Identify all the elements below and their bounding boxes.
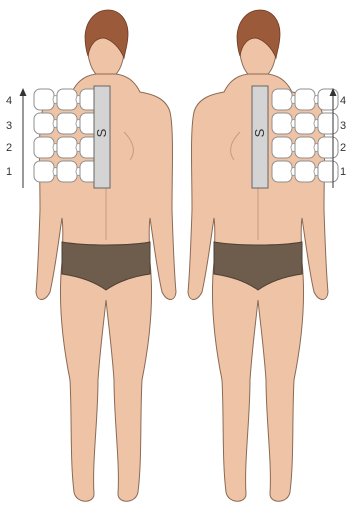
pad-cell-r1-c2 — [57, 89, 77, 110]
pad-cell-r3-c2 — [295, 137, 315, 158]
pad-cell-r2-c3 — [318, 113, 338, 134]
left-arrowhead-icon — [20, 88, 27, 96]
right-scale-label-3: 3 — [340, 120, 346, 132]
pad-cell-r2-c1 — [272, 113, 292, 134]
pad-cell-r2-c1 — [34, 113, 54, 134]
right-scale-label-4: 4 — [340, 95, 346, 107]
left-scale-label-4: 4 — [6, 95, 12, 107]
left-scale: 4 3 2 1 — [6, 88, 27, 188]
pad-cell-r1-c1 — [272, 89, 292, 110]
pad-cell-r4-c2 — [57, 161, 77, 182]
right-sensor-strip: S — [252, 86, 268, 188]
pad-cell-r4-c1 — [272, 161, 292, 182]
pad-cell-r4-c2 — [295, 161, 315, 182]
pad-cell-r2-c2 — [295, 113, 315, 134]
left-scale-label-3: 3 — [6, 120, 12, 132]
left-scale-label-2: 2 — [6, 142, 12, 154]
right-scale-label-1: 1 — [340, 166, 346, 178]
right-sensor-label: S — [252, 128, 267, 137]
pad-cell-r1-c2 — [295, 89, 315, 110]
right-figure — [188, 10, 328, 501]
pad-cell-r1-c1 — [34, 89, 54, 110]
left-scale-label-1: 1 — [6, 166, 12, 178]
pad-cell-r3-c2 — [57, 137, 77, 158]
pad-cell-r4-c1 — [34, 161, 54, 182]
pad-cell-r3-c1 — [34, 137, 54, 158]
right-scale-label-2: 2 — [340, 142, 346, 154]
pad-cell-r4-c3 — [318, 161, 338, 182]
pad-cell-r3-c3 — [318, 137, 338, 158]
left-sensor-strip: S — [94, 86, 110, 188]
left-sensor-label: S — [94, 128, 109, 137]
left-figure — [36, 10, 176, 501]
pad-cell-r3-c1 — [272, 137, 292, 158]
pad-cell-r2-c2 — [57, 113, 77, 134]
pad-cell-r1-c3 — [318, 89, 338, 110]
